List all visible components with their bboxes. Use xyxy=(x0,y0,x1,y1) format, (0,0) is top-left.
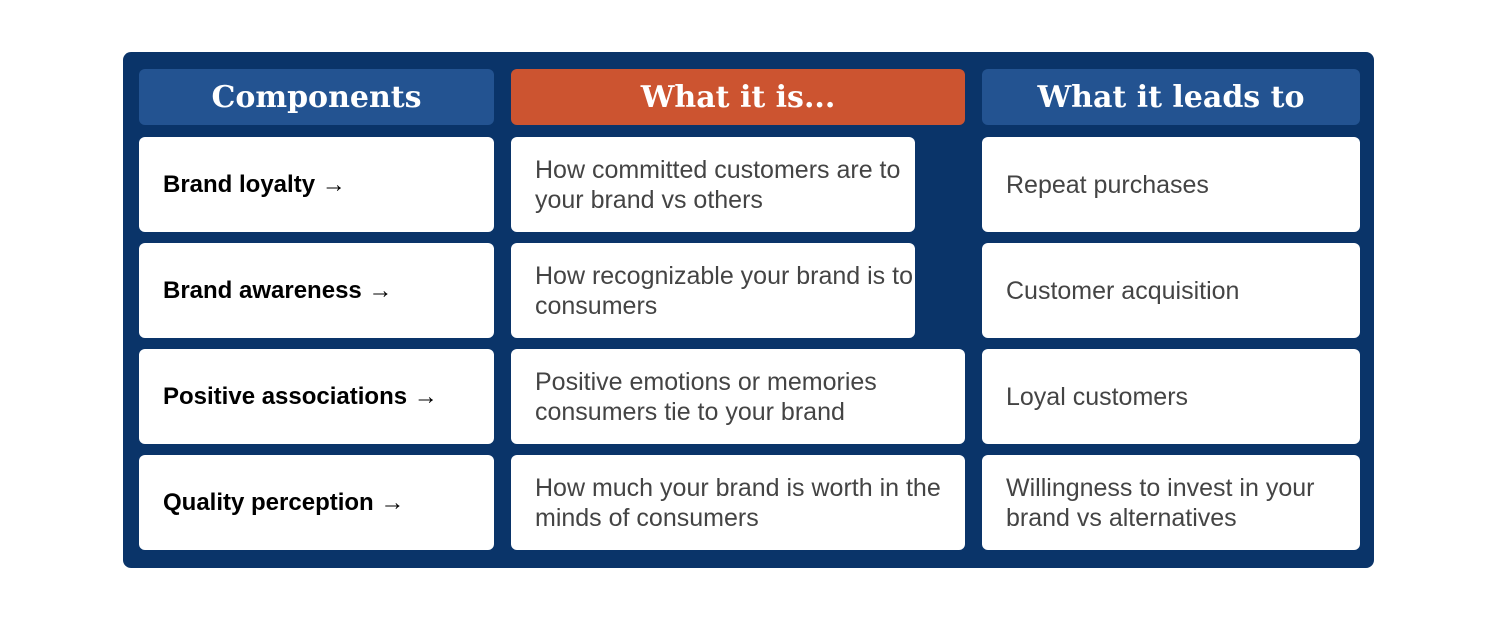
description-cell: How much your brand is worth in the mind… xyxy=(511,455,965,550)
outcome-cell: Repeat purchases xyxy=(982,137,1360,232)
description-cell: How recognizable your brand is to consum… xyxy=(511,243,915,338)
component-cell: Positive associations → xyxy=(139,349,494,444)
brand-equity-table: Components What it is... What it leads t… xyxy=(123,52,1374,568)
outcome-cell: Loyal customers xyxy=(982,349,1360,444)
description-cell: How committed customers are to your bran… xyxy=(511,137,915,232)
header-what-it-is: What it is... xyxy=(511,69,965,125)
header-what-it-leads-to: What it leads to xyxy=(982,69,1360,125)
component-cell: Quality perception → xyxy=(139,455,494,550)
outcome-cell: Customer acquisition xyxy=(982,243,1360,338)
outcome-cell: Willingness to invest in your brand vs a… xyxy=(982,455,1360,550)
description-cell: Positive emotions or memories consumers … xyxy=(511,349,965,444)
component-cell: Brand awareness → xyxy=(139,243,494,338)
component-cell: Brand loyalty → xyxy=(139,137,494,232)
header-components: Components xyxy=(139,69,494,125)
